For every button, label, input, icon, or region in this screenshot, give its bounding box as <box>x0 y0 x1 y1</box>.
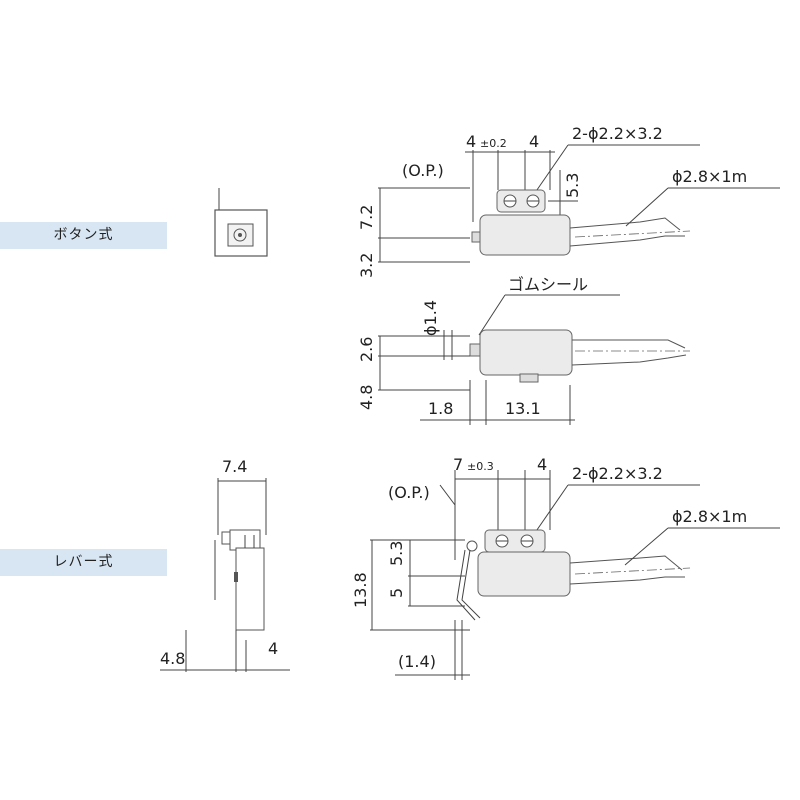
button-hole-offset-value: 5.3 <box>563 173 582 198</box>
lever-bottom-4-8: 4.8 <box>160 649 185 668</box>
lever-main-view <box>370 470 780 680</box>
lever-bottom-4: 4 <box>268 639 278 658</box>
lever-pitch-value: 4 <box>537 455 547 474</box>
lever-width-top: 7.4 <box>222 457 247 476</box>
lever-height-13-8: 13.8 <box>351 572 370 608</box>
button-front-view <box>378 294 690 425</box>
button-length-1-8: 1.8 <box>428 399 453 418</box>
button-height-4-8: 4.8 <box>357 385 376 410</box>
lever-height-5-3: 5.3 <box>387 541 406 566</box>
button-cable-label: ϕ2.8×1m <box>672 167 747 186</box>
button-pitch-value: 4 <box>529 132 539 151</box>
button-tol-value: 4 <box>466 132 476 151</box>
button-type-label: ボタン式 <box>0 222 167 249</box>
rubber-seal-label: ゴムシール <box>508 275 588 294</box>
button-height-upper: 7.2 <box>357 205 376 230</box>
button-height-2-6: 2.6 <box>357 337 376 362</box>
button-op-label: (O.P.) <box>402 161 444 180</box>
lever-tol-superscript: ±0.3 <box>467 460 494 473</box>
lever-height-5: 5 <box>387 588 406 598</box>
button-side-view <box>214 188 268 257</box>
lever-holes-label: 2-ϕ2.2×3.2 <box>572 464 663 483</box>
lever-side-view <box>160 478 290 672</box>
lever-dim-1-4: (1.4) <box>398 652 436 671</box>
lever-type-label: レバー式 <box>0 549 167 576</box>
lever-op-label: (O.P.) <box>388 483 430 502</box>
button-holes-label: 2-ϕ2.2×3.2 <box>572 124 663 143</box>
pin-diameter-value: ϕ1.4 <box>421 300 440 336</box>
button-height-lower: 3.2 <box>357 253 376 278</box>
lever-cable-label: ϕ2.8×1m <box>672 507 747 526</box>
button-top-view <box>378 144 780 263</box>
button-tol-superscript: ±0.2 <box>480 137 507 150</box>
button-length-13-1: 13.1 <box>505 399 541 418</box>
lever-tol-value: 7 <box>453 455 463 474</box>
